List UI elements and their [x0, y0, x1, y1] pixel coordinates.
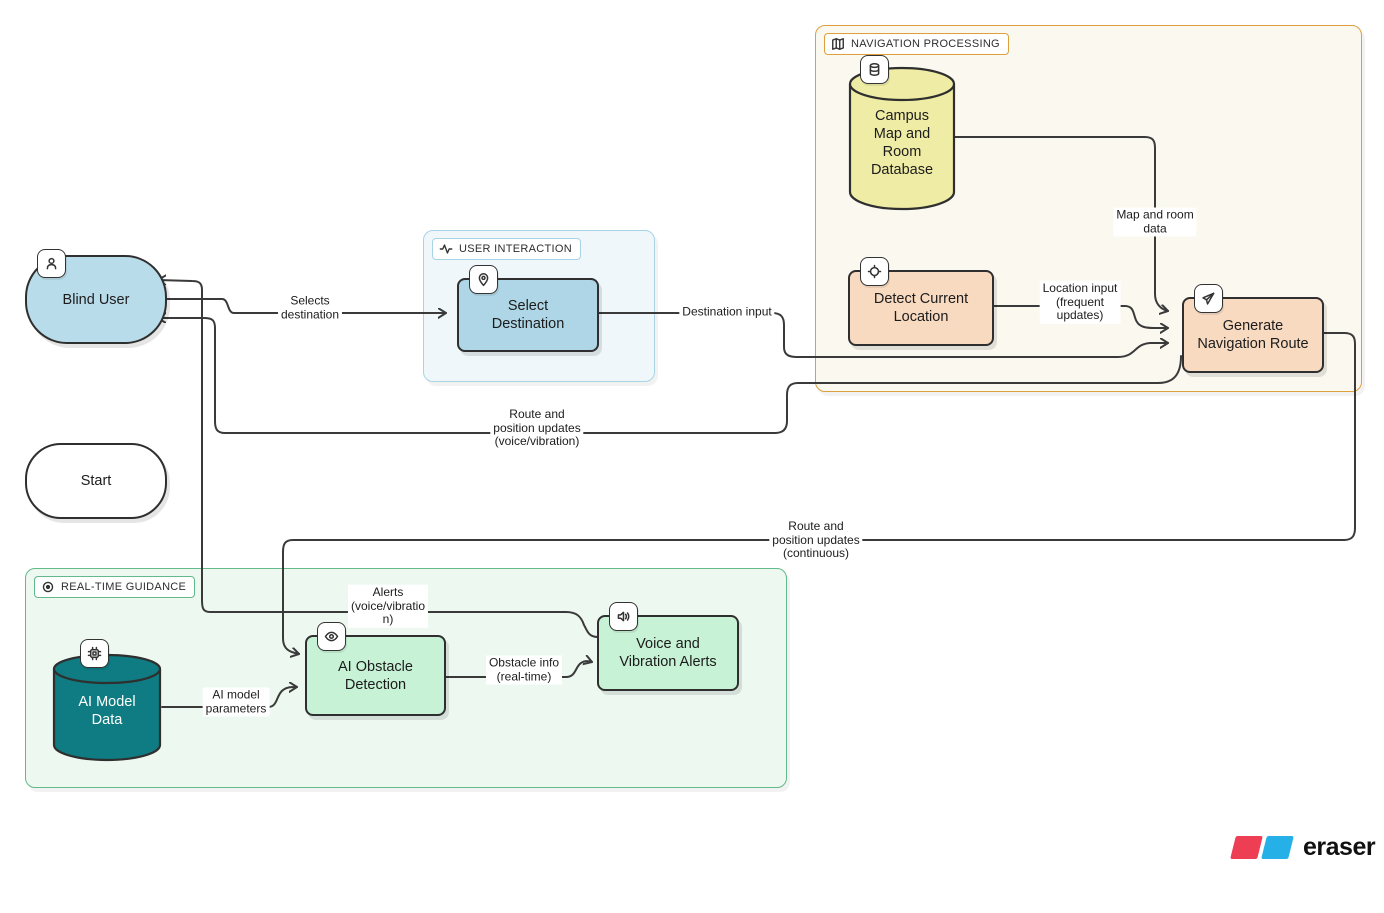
- edge-label-ai-params: AI model parameters: [202, 687, 270, 717]
- edge-location-input: [989, 305, 1169, 328]
- eraser-logo[interactable]: eraser: [1230, 833, 1376, 862]
- node-campus-map-database[interactable]: Campus Map and Room Database: [848, 55, 956, 211]
- eye-icon: [317, 622, 346, 651]
- database-icon: [860, 55, 889, 84]
- edge-destination-input: [594, 312, 1169, 358]
- person-icon: [37, 249, 66, 278]
- edge-selects-destination: [162, 298, 447, 313]
- edge-label-map-room-data: Map and room data: [1113, 207, 1197, 237]
- map-icon: [831, 37, 845, 51]
- group-navigation-processing-title: NAVIGATION PROCESSING: [824, 33, 1009, 55]
- node-generate-navigation-route[interactable]: Generate Navigation Route: [1182, 284, 1324, 373]
- node-voice-vibration-alerts[interactable]: Voice and Vibration Alerts: [597, 602, 739, 691]
- edge-label-location-input: Location input (frequent updates): [1039, 280, 1121, 324]
- edge-route-voice: [157, 318, 1182, 434]
- navigation-icon: [1194, 284, 1223, 313]
- speaker-icon: [609, 602, 638, 631]
- edge-route-continuous: [282, 332, 1356, 654]
- edge-obstacle-info: [441, 661, 593, 678]
- group-realtime-guidance-title: REAL-TIME GUIDANCE: [34, 576, 196, 598]
- eraser-logo-red-mark: [1230, 836, 1263, 859]
- eye-icon: [41, 580, 55, 594]
- group-user-interaction-title: USER INTERACTION: [432, 238, 581, 260]
- node-select-destination[interactable]: Select Destination: [457, 265, 599, 352]
- edge-label-alerts: Alerts (voice/vibratio n): [347, 584, 429, 628]
- map-pin-icon: [469, 265, 498, 294]
- eraser-logo-text: eraser: [1303, 833, 1376, 861]
- activity-icon: [439, 242, 453, 256]
- node-ai-model-data[interactable]: AI Model Data: [52, 639, 162, 762]
- edge-ai-params: [161, 687, 298, 708]
- eraser-logo-blue-mark: [1261, 836, 1294, 859]
- edge-label-route-voice: Route and position updates (voice/vibrat…: [490, 406, 584, 450]
- edge-label-route-continuous: Route and position updates (continuous): [769, 518, 863, 562]
- node-detect-current-location[interactable]: Detect Current Location: [848, 257, 994, 346]
- edge-label-obstacle-info: Obstacle info (real-time): [485, 655, 563, 685]
- node-start[interactable]: Start: [25, 443, 167, 519]
- node-blind-user[interactable]: Blind User: [25, 249, 167, 344]
- edge-alerts: [157, 280, 599, 638]
- edge-label-selects-destination: Selects destination: [277, 293, 343, 323]
- edge-label-destination-input: Destination input: [679, 304, 775, 320]
- node-ai-obstacle-detection[interactable]: AI Obstacle Detection: [305, 622, 446, 716]
- edge-map-room-data: [954, 136, 1169, 311]
- chip-icon: [80, 639, 109, 668]
- locate-icon: [860, 257, 889, 286]
